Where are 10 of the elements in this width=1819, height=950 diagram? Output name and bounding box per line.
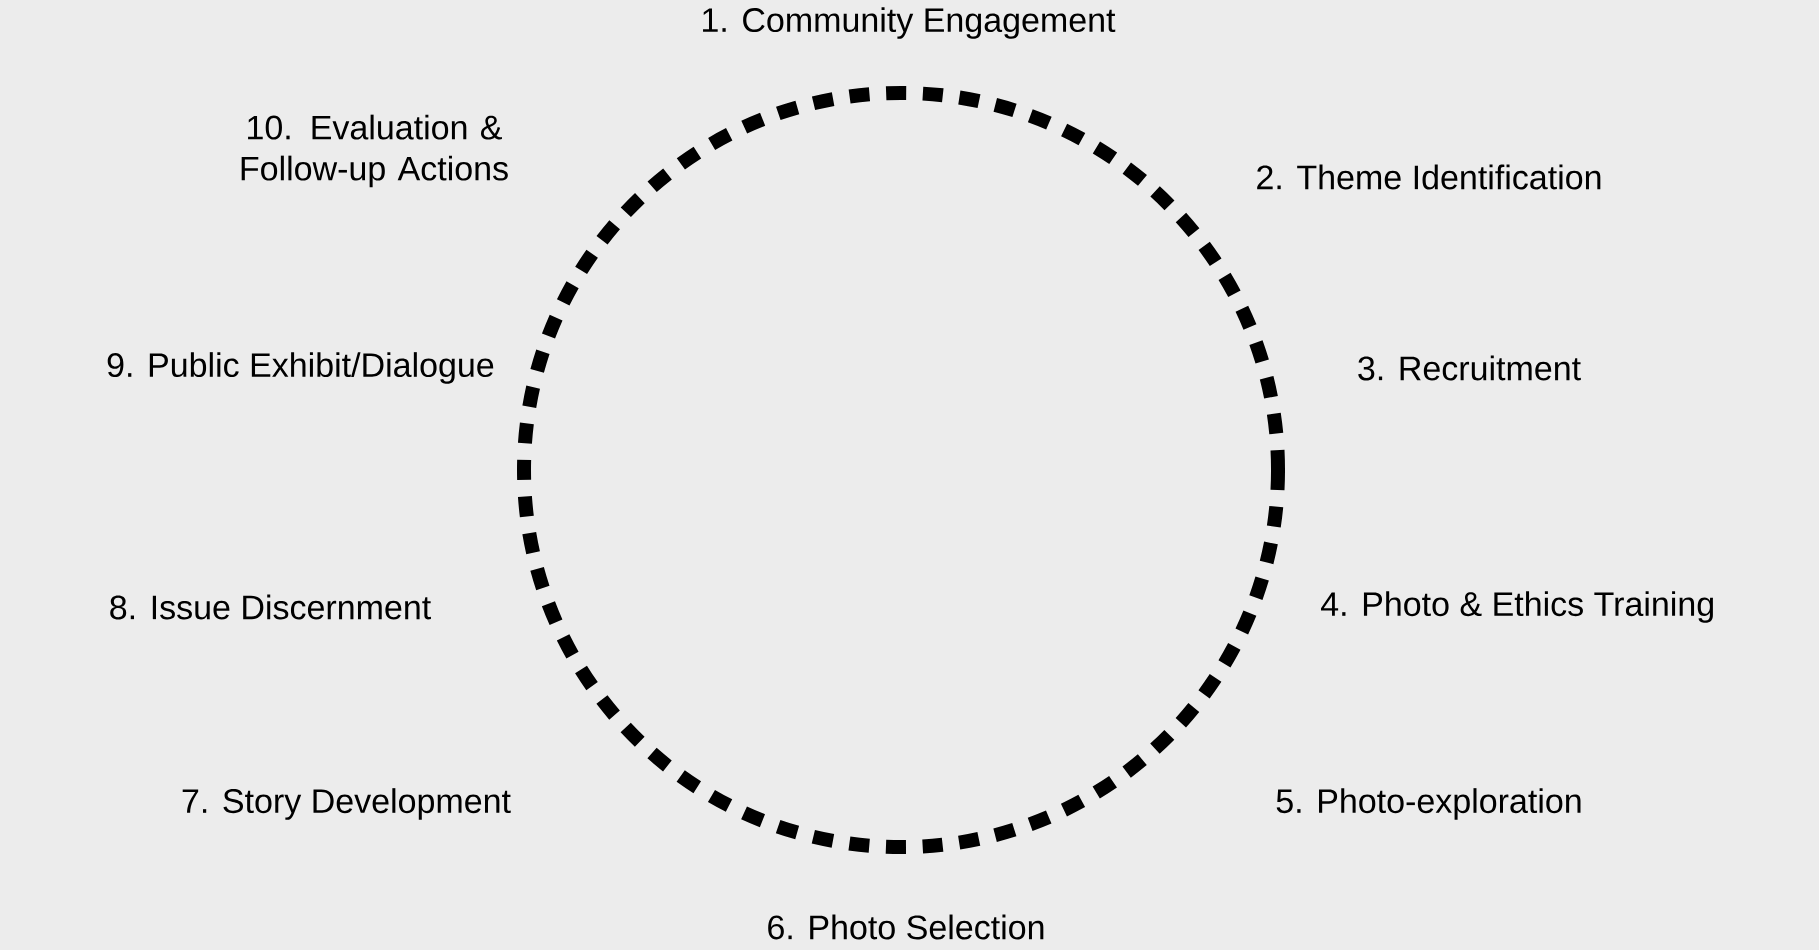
step-label: 1. Community Engagement [703,7,1116,39]
step-label: 3. Recruitment [1358,355,1581,381]
step-label: 9. Public Exhibit/Dialogue [107,352,494,384]
step-label: 10. Evaluation & Follow-up Actions [241,114,508,188]
step-label: 8. Issue Discernment [110,594,431,620]
step-label: 7. Story Development [182,788,511,820]
step-label: 4. Photo & Ethics Training [1321,591,1713,623]
step-label: 2. Theme Identification [1257,164,1601,190]
step-label: 6. Photo Selection [768,914,1044,940]
step-label: 5. Photo-exploration [1276,788,1581,820]
